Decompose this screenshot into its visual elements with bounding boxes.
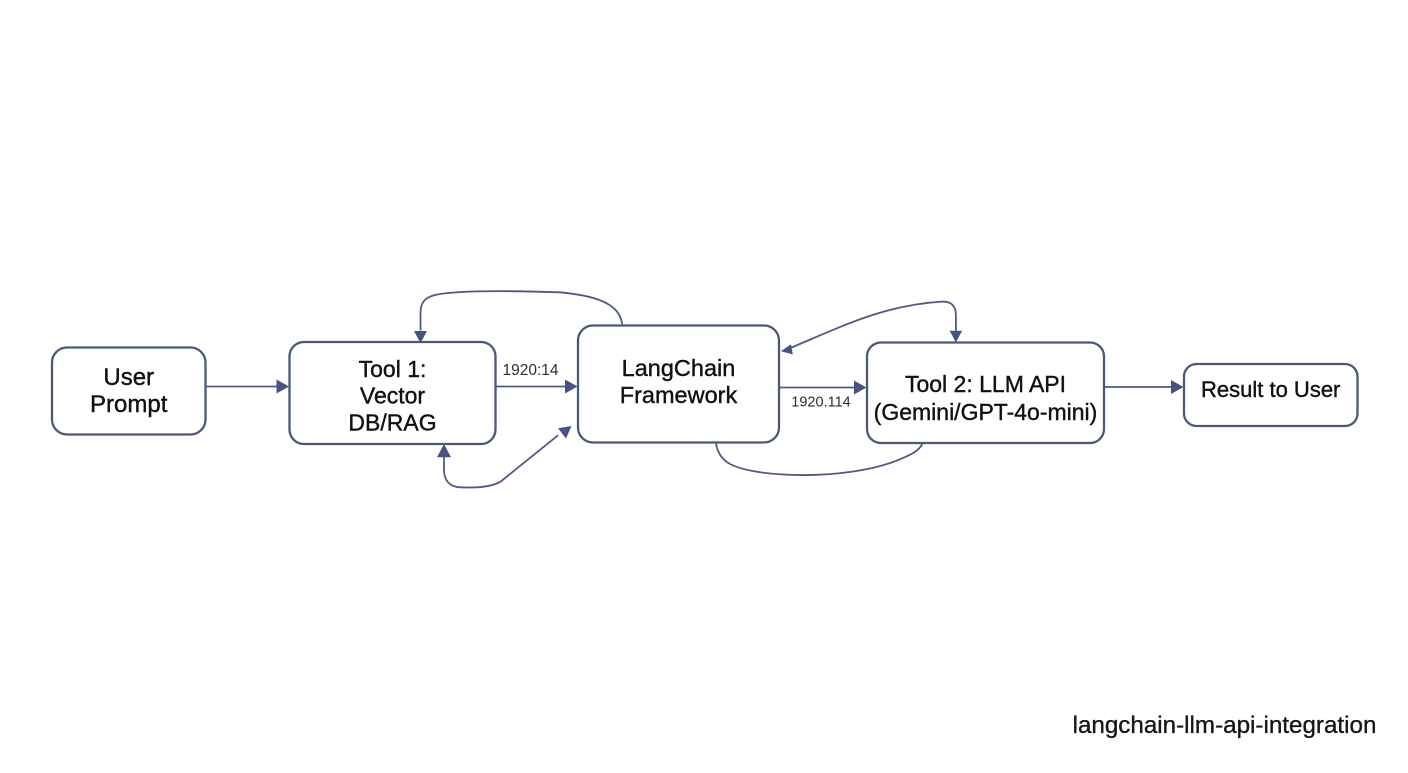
svg-text:Result to User: Result to User [1201, 377, 1340, 402]
svg-text:1920.114: 1920.114 [791, 395, 850, 411]
svg-text:Prompt: Prompt [90, 391, 168, 418]
svg-text:langchain-llm-api-integration: langchain-llm-api-integration [1073, 712, 1377, 739]
svg-text:DB/RAG: DB/RAG [348, 409, 436, 435]
svg-text:User: User [103, 364, 154, 391]
svg-text:1920:14: 1920:14 [502, 362, 558, 379]
svg-text:Vector: Vector [360, 383, 426, 409]
svg-text:Tool 2: LLM API: Tool 2: LLM API [905, 371, 1066, 397]
svg-text:Framework: Framework [620, 382, 738, 408]
svg-text:Tool 1:: Tool 1: [359, 356, 427, 382]
svg-text:LangChain: LangChain [622, 355, 736, 381]
svg-text:(Gemini/GPT-4o-mini): (Gemini/GPT-4o-mini) [874, 399, 1098, 425]
